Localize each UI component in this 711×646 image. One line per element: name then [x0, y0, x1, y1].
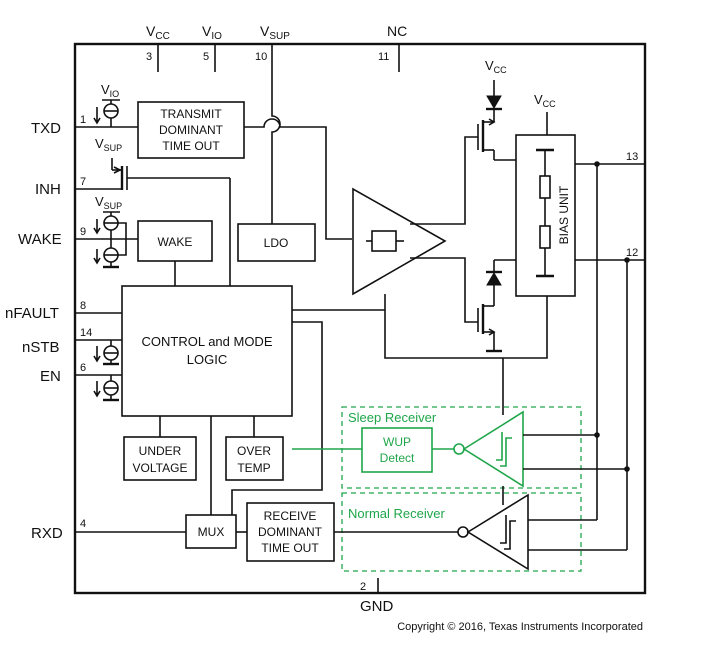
svg-text:LDO: LDO	[264, 236, 289, 250]
svg-text:EN: EN	[40, 368, 61, 385]
svg-text:TRANSMIT: TRANSMIT	[160, 107, 222, 121]
svg-text:VOLTAGE: VOLTAGE	[133, 461, 188, 475]
pin-wake: WAKE 9	[18, 226, 102, 248]
pin-nfault: nFAULT 8	[5, 300, 122, 322]
svg-text:11: 11	[378, 51, 389, 63]
svg-text:INH: INH	[35, 181, 61, 198]
transmit-dominant-timeout-block: TRANSMIT DOMINANT TIME OUT	[137, 101, 245, 159]
under-voltage-block: UNDER VOLTAGE	[123, 416, 197, 481]
wake-block: WAKE	[137, 220, 213, 286]
pin-txd: TXD 1	[31, 114, 138, 137]
svg-text:BIAS UNIT: BIAS UNIT	[557, 185, 571, 244]
control-mode-logic-block: CONTROL and MODE LOGIC	[121, 285, 293, 417]
pin-nstb: nSTB 14	[22, 327, 122, 356]
svg-text:VSUP: VSUP	[95, 194, 122, 211]
sleep-receiver: Sleep Receiver WUP Detect	[292, 358, 630, 489]
pin-nc-top: NC 11	[378, 23, 407, 72]
driver-amplifier	[352, 136, 478, 323]
svg-text:7: 7	[80, 176, 86, 188]
svg-text:4: 4	[80, 518, 86, 530]
svg-text:WUP: WUP	[383, 435, 411, 449]
svg-text:DOMINANT: DOMINANT	[258, 525, 323, 539]
svg-text:WAKE: WAKE	[158, 235, 193, 249]
svg-text:MUX: MUX	[198, 525, 225, 539]
svg-text:WAKE: WAKE	[18, 231, 62, 248]
svg-text:3: 3	[146, 51, 152, 63]
copyright-text: Copyright © 2016, Texas Instruments Inco…	[397, 621, 643, 633]
pin-vcc-top: VCC 3	[146, 23, 170, 72]
wake-pin-circuit: VSUP	[93, 194, 138, 269]
svg-text:VIO: VIO	[101, 82, 119, 99]
svg-text:CONTROL and MODE: CONTROL and MODE	[142, 334, 273, 349]
svg-text:Normal Receiver: Normal Receiver	[348, 506, 445, 521]
svg-text:VCC: VCC	[534, 92, 556, 109]
svg-text:12: 12	[626, 247, 638, 259]
svg-text:DOMINANT: DOMINANT	[159, 123, 224, 137]
svg-text:VIO: VIO	[202, 23, 222, 42]
svg-text:RXD: RXD	[31, 525, 63, 542]
pin-en: EN 6	[40, 362, 122, 385]
svg-text:RECEIVE: RECEIVE	[264, 509, 317, 523]
svg-text:GND: GND	[360, 598, 394, 615]
svg-text:TXD: TXD	[31, 120, 61, 137]
normal-receiver: Normal Receiver	[334, 486, 627, 572]
svg-text:1: 1	[80, 114, 86, 126]
en-pulldown	[93, 375, 119, 402]
svg-text:5: 5	[203, 51, 209, 63]
bias-unit-block: VCC BIAS UNIT	[515, 92, 576, 297]
vio-current-source: VIO	[93, 82, 120, 127]
svg-text:9: 9	[80, 226, 86, 238]
svg-text:nSTB: nSTB	[22, 339, 60, 356]
right-pin-13: 13	[575, 151, 645, 520]
svg-text:TIME OUT: TIME OUT	[261, 541, 319, 555]
pin-inh: INH 7	[35, 176, 122, 198]
ldo-block: LDO	[237, 223, 316, 262]
over-temp-block: OVER TEMP	[225, 416, 284, 481]
svg-text:OVER: OVER	[237, 444, 271, 458]
svg-text:LOGIC: LOGIC	[187, 352, 227, 367]
pin-vio-top: VIO 5	[202, 23, 222, 72]
nstb-pulldown	[93, 340, 119, 366]
pin-rxd: RXD 4	[31, 518, 186, 542]
right-pin-12: 12	[575, 247, 645, 550]
chip-outline	[73, 42, 647, 595]
pin-vsup-top: VSUP 10	[255, 23, 290, 63]
vsup-wire	[271, 44, 281, 224]
high-side-driver: VCC	[477, 58, 516, 161]
svg-text:UNDER: UNDER	[139, 444, 182, 458]
low-side-driver	[477, 259, 516, 353]
svg-text:Detect: Detect	[380, 451, 415, 465]
mux-block: MUX	[185, 321, 323, 549]
svg-text:TIME OUT: TIME OUT	[162, 139, 220, 153]
svg-text:10: 10	[255, 51, 267, 63]
svg-text:TEMP: TEMP	[237, 461, 270, 475]
inh-transistor: VSUP	[95, 136, 231, 286]
svg-text:14: 14	[80, 327, 92, 339]
svg-text:8: 8	[80, 300, 86, 312]
svg-text:6: 6	[80, 362, 86, 374]
pin-gnd: 2 GND	[360, 578, 394, 615]
svg-text:VSUP: VSUP	[260, 23, 290, 42]
svg-text:VCC: VCC	[146, 23, 170, 42]
svg-text:VCC: VCC	[485, 58, 507, 75]
svg-text:2: 2	[360, 581, 366, 593]
svg-text:13: 13	[626, 151, 638, 163]
svg-text:Sleep Receiver: Sleep Receiver	[348, 410, 437, 425]
receive-dominant-timeout-block: RECEIVE DOMINANT TIME OUT	[246, 502, 335, 562]
svg-text:VSUP: VSUP	[95, 136, 122, 153]
svg-text:NC: NC	[387, 23, 407, 39]
svg-text:nFAULT: nFAULT	[5, 305, 59, 322]
